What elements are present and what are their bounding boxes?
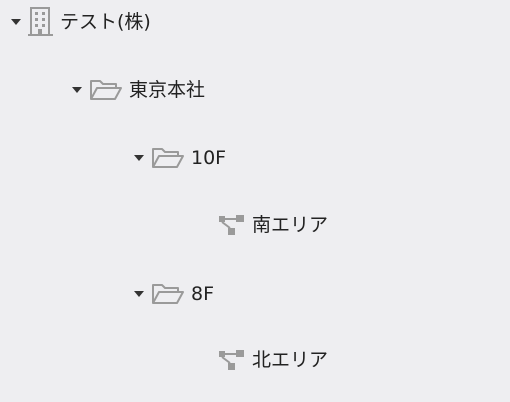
folder-open-icon	[151, 146, 185, 170]
tree-node-company[interactable]: テスト(株)	[10, 2, 151, 42]
folder-open-icon	[89, 78, 123, 102]
expand-caret-icon[interactable]	[10, 16, 22, 28]
folder-open-icon	[151, 282, 185, 306]
expand-caret-icon[interactable]	[133, 152, 145, 164]
network-tree-icon	[218, 213, 246, 237]
tree-node-area-south[interactable]: 南エリア	[218, 205, 328, 245]
tree-node-floor-8f[interactable]: 8F	[133, 274, 214, 314]
tree-node-label: 南エリア	[252, 213, 329, 236]
tree-node-label: 東京本社	[129, 78, 206, 101]
tree-node-label: 北エリア	[252, 348, 329, 371]
building-icon	[28, 7, 54, 37]
tree-node-floor-10f[interactable]: 10F	[133, 138, 226, 178]
expand-caret-icon[interactable]	[133, 288, 145, 300]
tree-node-office[interactable]: 東京本社	[71, 70, 205, 110]
tree-node-label: テスト(株)	[60, 10, 151, 33]
tree-node-area-north[interactable]: 北エリア	[218, 340, 328, 380]
expand-caret-icon[interactable]	[71, 84, 83, 96]
tree-node-label: 8F	[191, 282, 215, 305]
tree-node-label: 10F	[191, 146, 227, 169]
network-tree-icon	[218, 348, 246, 372]
